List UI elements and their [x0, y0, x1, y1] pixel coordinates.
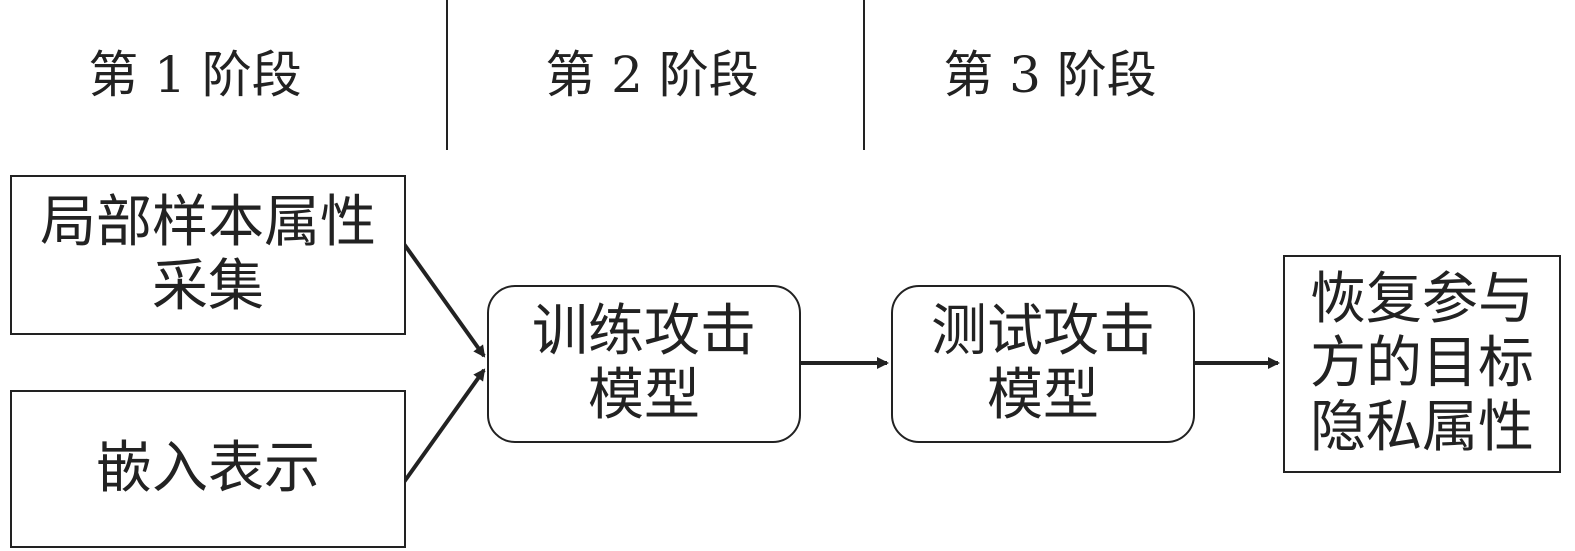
stage-2-label: 第 2 阶段	[545, 46, 759, 104]
train-attack-model-box: 训练攻击 模型	[487, 285, 801, 443]
train-attack-model-label: 训练攻击 模型	[532, 299, 756, 428]
recover-target-privacy-box: 恢复参与 方的目标 隐私属性	[1283, 255, 1561, 473]
recover-target-privacy-label: 恢复参与 方的目标 隐私属性	[1310, 267, 1534, 460]
stage-1-label: 第 1 阶段	[88, 46, 302, 104]
test-attack-model-box: 测试攻击 模型	[891, 285, 1195, 443]
arrow-embedding-to-train	[402, 368, 486, 484]
local-sample-collection-box: 局部样本属性 采集	[10, 175, 406, 335]
embedding-label: 嵌入表示	[96, 436, 320, 501]
arrow-collection-to-train	[402, 242, 486, 358]
stage-3-label: 第 3 阶段	[943, 46, 1157, 104]
local-sample-collection-label: 局部样本属性 采集	[40, 190, 376, 319]
embedding-box: 嵌入表示	[10, 390, 406, 548]
test-attack-model-label: 测试攻击 模型	[931, 299, 1155, 428]
